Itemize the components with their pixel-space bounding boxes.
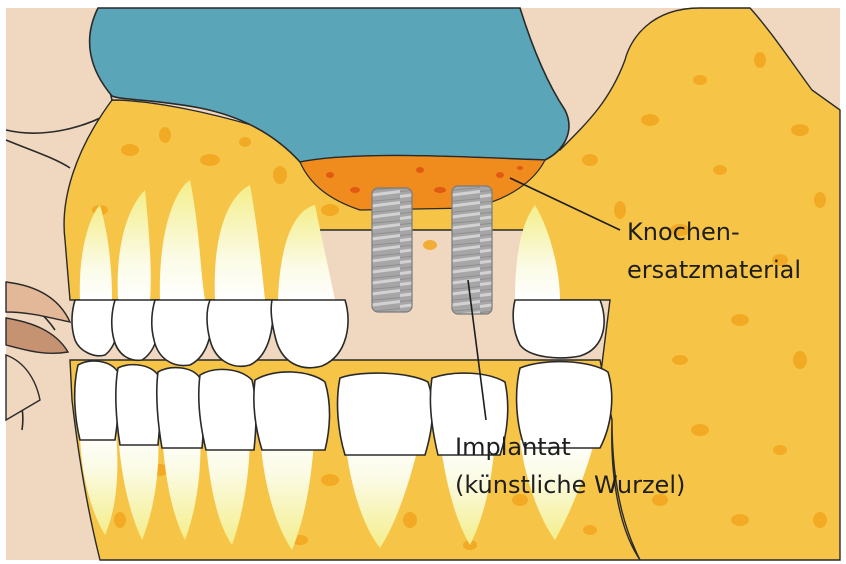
label-implant-line1: Implantat: [455, 433, 571, 461]
label-bone-substitute-line2: ersatzmaterial: [627, 256, 801, 284]
implant-left: [372, 188, 412, 312]
label-bone-substitute-line1: Knochen-: [627, 218, 740, 246]
implant-right: [452, 186, 492, 314]
label-implant-line2: (künstliche Wurzel): [455, 471, 685, 499]
